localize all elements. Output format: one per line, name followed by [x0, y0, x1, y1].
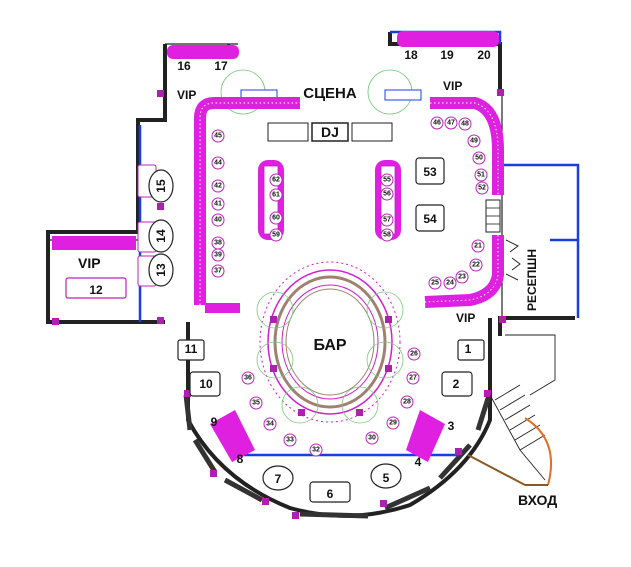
table-14: 14 [154, 229, 168, 243]
stage-area [220, 69, 422, 142]
seat-numbers: 45 44 42 41 40 38 39 37 62 61 60 59 55 5… [214, 120, 486, 454]
seat-28: 28 [403, 399, 411, 406]
table-16: 16 [177, 59, 191, 73]
seat-48: 48 [461, 121, 469, 128]
seat-47: 47 [447, 120, 455, 127]
seat-51: 51 [477, 172, 485, 179]
table-19: 19 [440, 48, 454, 62]
curve-wall-segments [183, 391, 493, 519]
seat-36: 36 [244, 375, 252, 382]
seat-21: 21 [474, 243, 482, 250]
entrance-door [467, 417, 552, 486]
entrance-label: ВХОД [518, 492, 557, 508]
table-3: 3 [448, 419, 455, 433]
top-vip-sofas [167, 31, 499, 59]
seat-44: 44 [214, 160, 222, 167]
table-15: 15 [154, 179, 168, 193]
seat-42: 42 [214, 183, 222, 190]
seat-57: 57 [383, 217, 391, 224]
reception-label: РЕСЕПШН [525, 249, 539, 311]
seat-30: 30 [368, 435, 376, 442]
reception-area [485, 199, 521, 281]
seat-49: 49 [470, 138, 478, 145]
seat-61: 61 [272, 192, 280, 199]
seat-58: 58 [383, 232, 391, 239]
table-5: 5 [383, 471, 390, 485]
seat-34: 34 [266, 421, 274, 428]
table-ellipses [148, 157, 445, 287]
bar-label: БАР [313, 337, 346, 354]
seat-24: 24 [446, 280, 454, 287]
vip-label-lower: VIP [456, 311, 475, 325]
table-18: 18 [404, 48, 418, 62]
seat-26: 26 [410, 351, 418, 358]
seat-59: 59 [272, 232, 280, 239]
seat-50: 50 [475, 155, 483, 162]
bar-pillars [256, 291, 404, 424]
table-54: 54 [423, 212, 437, 226]
seat-60: 60 [272, 215, 280, 222]
table-6: 6 [327, 487, 334, 501]
table-numbers: 1 2 3 4 5 6 7 8 9 10 11 12 13 14 15 16 1… [89, 48, 491, 501]
dj-label: DJ [321, 124, 339, 140]
column-markers [52, 89, 506, 519]
bar-pillar-squares [270, 316, 392, 416]
seat-52: 52 [478, 185, 486, 192]
table-13: 13 [154, 263, 168, 277]
table-4: 4 [415, 455, 422, 469]
vip-label-left-room: VIP [78, 255, 101, 271]
lower-booths [177, 339, 485, 503]
staircase [489, 334, 556, 481]
table-53: 53 [423, 165, 437, 179]
seat-62: 62 [272, 177, 280, 184]
seat-33: 33 [286, 437, 294, 444]
seat-39: 39 [214, 252, 222, 259]
seat-38: 38 [214, 240, 222, 247]
seat-40: 40 [214, 217, 222, 224]
seat-25: 25 [431, 280, 439, 287]
table-7: 7 [275, 472, 282, 486]
table-10: 10 [199, 377, 213, 391]
table-2: 2 [453, 377, 460, 391]
vip-label-top-right: VIP [443, 79, 462, 93]
seat-29: 29 [389, 420, 397, 427]
table-20: 20 [477, 48, 491, 62]
vip-label-top-left: VIP [177, 88, 196, 102]
seat-46: 46 [433, 120, 441, 127]
table-8: 8 [237, 452, 244, 466]
seat-27: 27 [409, 375, 417, 382]
seat-55: 55 [383, 177, 391, 184]
table-17: 17 [214, 59, 228, 73]
seat-35: 35 [252, 400, 260, 407]
main-hall-sofa [194, 97, 504, 313]
seat-23: 23 [458, 274, 466, 281]
seat-45: 45 [214, 133, 222, 140]
stage-label: СЦЕНА [303, 85, 357, 102]
seat-41: 41 [214, 201, 222, 208]
seat-56: 56 [383, 191, 391, 198]
table-1: 1 [465, 342, 472, 356]
seat-22: 22 [472, 262, 480, 269]
table-9: 9 [211, 415, 218, 429]
table-12: 12 [89, 283, 103, 297]
seat-37: 37 [214, 268, 222, 275]
lower-sofas [210, 410, 445, 462]
table-11: 11 [185, 342, 198, 356]
seat-rings [211, 116, 489, 457]
seat-32: 32 [312, 447, 320, 454]
